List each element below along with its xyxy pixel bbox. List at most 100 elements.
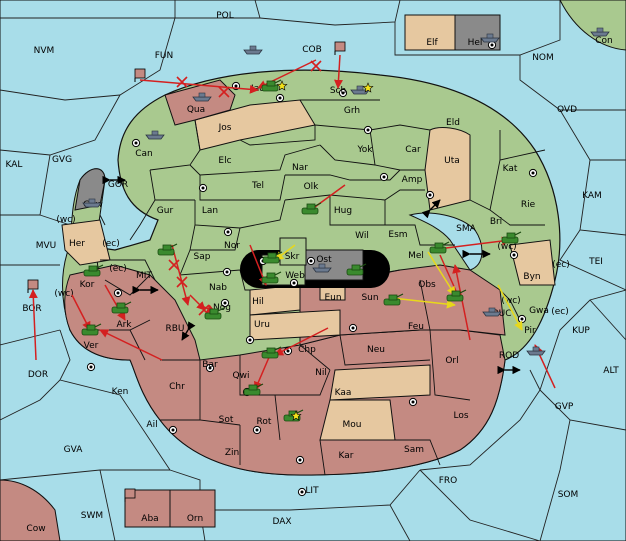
fleet-unit-icon[interactable] <box>312 263 332 273</box>
territory-label-ost: Ost <box>316 255 332 265</box>
territory-label-sam: Sam <box>404 445 424 455</box>
sea-label-rod: ROD <box>499 351 519 361</box>
territory-label-nab: Nab <box>209 283 227 293</box>
territory-label-ken: Ken <box>112 387 129 397</box>
territory-label-kar: Kar <box>339 451 354 461</box>
territory-label-pir: Pir <box>524 326 536 336</box>
territory-label-feu: Feu <box>408 322 424 332</box>
territory-label-gwa: Gwa <box>529 306 549 316</box>
support-order-arrow <box>497 284 523 331</box>
fleet-unit-icon[interactable] <box>145 130 165 140</box>
fleet-unit-icon[interactable] <box>82 198 102 208</box>
home-flag-icon <box>134 68 146 82</box>
territory-label-zin: Zin <box>225 448 239 458</box>
fleet-unit-icon[interactable] <box>192 92 212 102</box>
army-unit-icon[interactable] <box>83 264 104 277</box>
supply-center-core <box>89 365 93 369</box>
territory-label-elf: Elf <box>426 38 438 48</box>
supply-center-core <box>428 193 432 197</box>
army-unit-icon[interactable] <box>383 293 404 306</box>
fleet-unit-icon[interactable] <box>526 346 546 356</box>
army-unit-icon[interactable] <box>204 307 225 320</box>
sea-label-nvm: NVM <box>34 46 55 56</box>
territory-label-amp: Amp <box>402 175 423 185</box>
supply-center-core <box>292 281 296 285</box>
supply-center-core <box>201 186 205 190</box>
army-unit-icon[interactable] <box>446 289 467 302</box>
army-unit-icon[interactable] <box>301 202 322 215</box>
territory-label-sot: Sot <box>219 415 234 425</box>
territory-label-con: Con <box>595 36 613 46</box>
army-unit-icon[interactable] <box>501 231 522 244</box>
move-order-arrow <box>139 79 259 94</box>
qua-province <box>164 79 236 126</box>
army-unit-icon[interactable] <box>157 243 178 256</box>
territory-label-cow: Cow <box>26 524 45 534</box>
territory-label-sap: Sap <box>194 252 211 262</box>
territory-label-bri: Bri <box>490 217 502 227</box>
territory-label-esm: Esm <box>388 230 407 240</box>
south-red-region <box>64 264 506 476</box>
supply-center-core <box>248 338 252 342</box>
territory-label-nil: Nil <box>315 368 327 378</box>
territory-label-bar: Bar <box>202 360 218 370</box>
supply-center-core <box>531 171 535 175</box>
home-flag-icon <box>27 279 39 293</box>
territory-label-kat: Kat <box>503 164 518 174</box>
fleet-unit-icon[interactable] <box>480 33 500 43</box>
army-unit-icon[interactable] <box>81 323 102 336</box>
supply-center-core <box>411 400 415 404</box>
units[interactable] <box>27 27 610 502</box>
sea-label-dax: DAX <box>272 517 291 527</box>
coast-label: (ec) <box>102 239 120 249</box>
supply-center-core <box>520 317 524 321</box>
army-unit-icon[interactable] <box>261 271 282 284</box>
build-star-icon <box>276 80 288 91</box>
sea-label-bor: BOR <box>22 304 41 314</box>
territory-label-uta: Uta <box>444 156 460 166</box>
move-order-arrow <box>99 329 163 361</box>
fleet-unit-icon[interactable] <box>243 45 263 55</box>
territory-label-rie: Rie <box>521 200 536 210</box>
coast-label: (wc) <box>54 289 73 299</box>
fleet-unit-icon[interactable] <box>590 27 610 37</box>
supply-center-core <box>278 96 282 100</box>
territory-label-tel: Tel <box>251 181 264 191</box>
sea-label-lit: LIT <box>305 486 319 496</box>
build-star-icon <box>362 82 374 93</box>
army-unit-icon[interactable] <box>111 301 132 314</box>
supply-center-core <box>298 458 302 462</box>
coast-label: (wc) <box>501 296 520 306</box>
home-flag-icon <box>334 41 346 55</box>
adjacency-arrow <box>421 199 441 219</box>
army-unit-icon[interactable] <box>261 79 282 92</box>
fleet-unit-icon[interactable] <box>350 85 370 95</box>
territory-label-kor: Kor <box>80 280 95 290</box>
build-star-icon <box>290 410 302 421</box>
army-unit-icon[interactable] <box>243 383 264 396</box>
failed-order-cross <box>176 276 188 288</box>
territory-label-wil: Wil <box>355 231 369 241</box>
army-unit-icon[interactable] <box>346 263 367 276</box>
territory-label-ver: Ver <box>84 341 99 351</box>
territory-label-kaa: Kaa <box>335 388 352 398</box>
army-unit-icon[interactable] <box>261 346 282 359</box>
supply-center-core <box>234 84 238 88</box>
skr-province <box>279 237 307 266</box>
army-unit-icon[interactable] <box>429 241 450 254</box>
territory-label-orl: Orl <box>445 356 458 366</box>
coast-label: (ec) <box>109 264 127 274</box>
territory-label-hug: Hug <box>334 206 352 216</box>
supply-center-core <box>171 428 175 432</box>
army-unit-icon[interactable] <box>262 251 283 264</box>
territory-label-sch: Sch <box>330 86 346 96</box>
move-order-arrow <box>333 54 343 89</box>
territory-label-uru: Uru <box>254 320 270 330</box>
sea-label-nom: NOM <box>532 53 554 63</box>
fleet-unit-icon[interactable] <box>482 307 502 317</box>
sea-label-alt: ALT <box>603 366 619 376</box>
move-order-arrow <box>28 289 38 361</box>
coast-label: (wc) <box>56 215 75 225</box>
sea-label-mvu: MVU <box>36 241 57 251</box>
